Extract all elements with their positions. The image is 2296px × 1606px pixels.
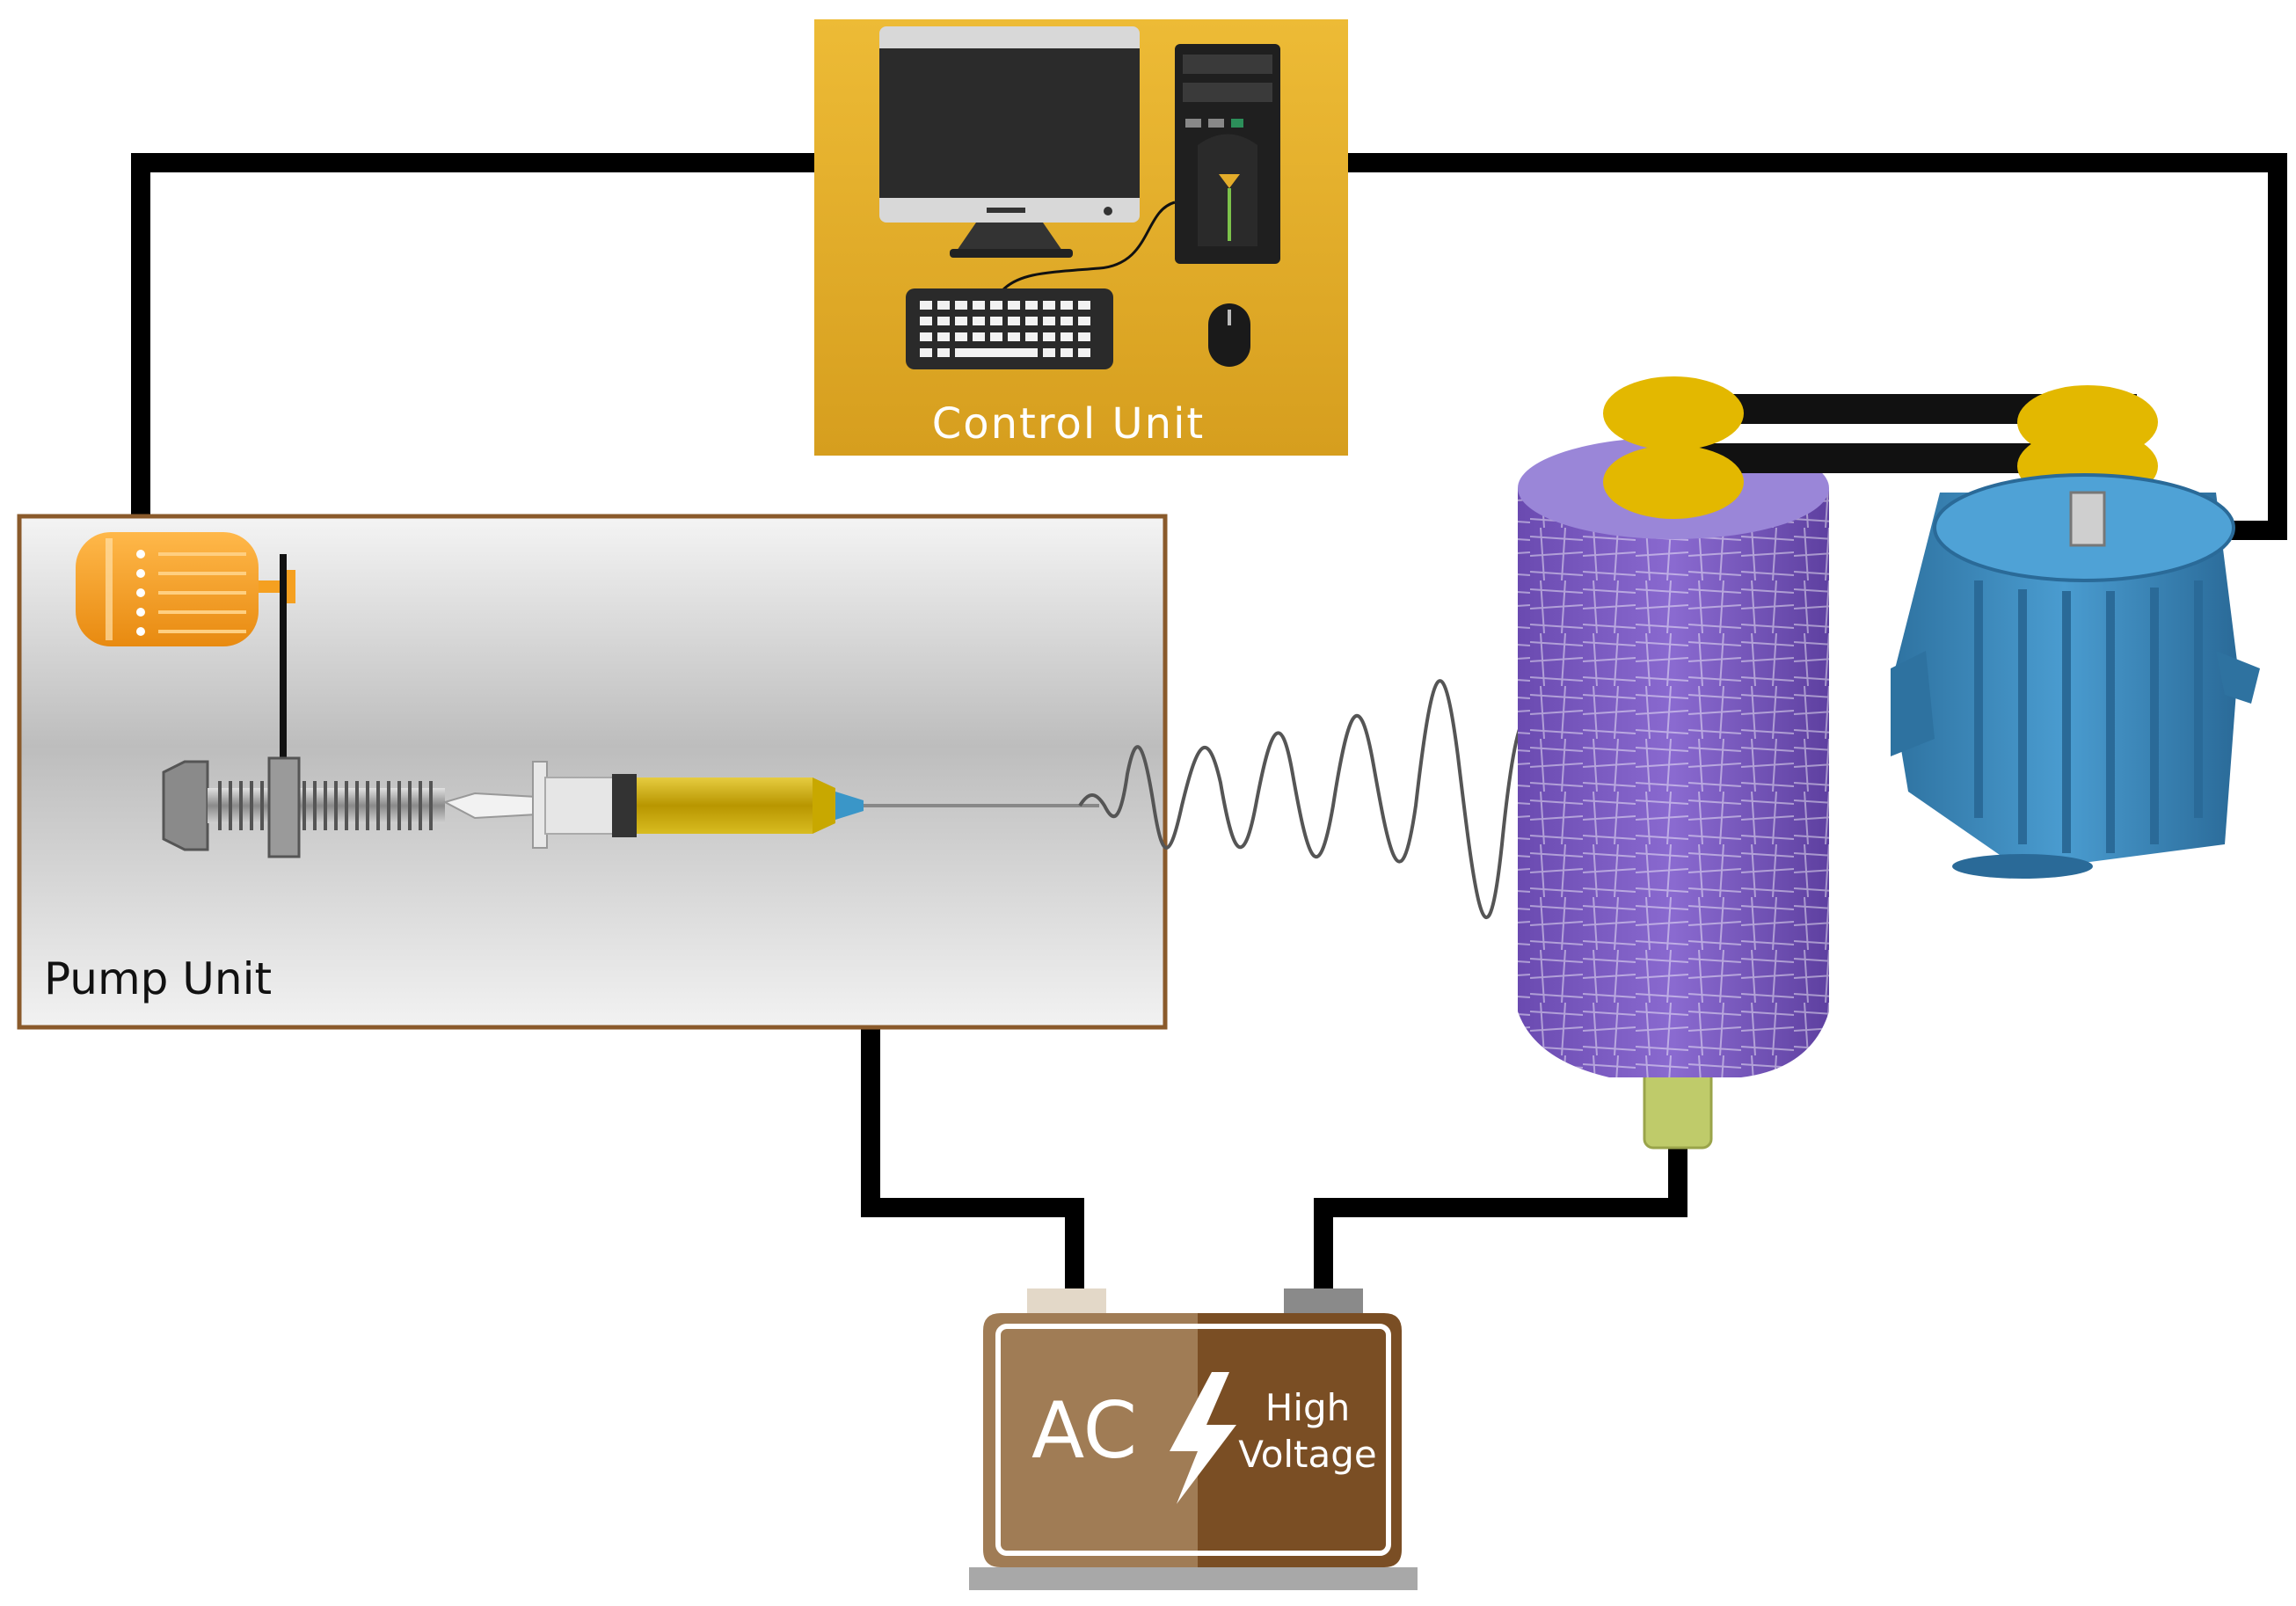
pulley-belt-icon xyxy=(1603,376,2158,519)
syringe-icon xyxy=(442,761,1099,849)
pc-tower-icon xyxy=(1175,44,1280,264)
pump-drive-rod xyxy=(280,554,287,855)
power-supply-high-label: High xyxy=(1265,1386,1351,1429)
pump-unit-label: Pump Unit xyxy=(44,953,272,1004)
wire-pump-to-control xyxy=(131,153,883,531)
control-unit-label: Control Unit xyxy=(932,399,1205,449)
power-terminal-left xyxy=(1027,1288,1106,1313)
lead-screw-icon xyxy=(162,756,445,858)
mouse-icon xyxy=(1208,303,1250,367)
keyboard-cable xyxy=(1001,201,1176,292)
keyboard-icon xyxy=(906,288,1113,369)
control-unit: Control Unit xyxy=(814,19,1348,456)
power-supply-ac-label: AC xyxy=(1031,1385,1137,1476)
electrospinning-jet-icon xyxy=(1078,679,1541,919)
wire-control-to-motor xyxy=(1279,153,2287,540)
pump-unit: Pump Unit xyxy=(17,514,1168,1030)
power-supply-base xyxy=(969,1567,1418,1590)
pump-motor-icon xyxy=(76,532,295,646)
power-supply: AC High Voltage xyxy=(969,1288,1418,1590)
computer-monitor-icon xyxy=(879,26,1140,258)
power-terminal-right xyxy=(1284,1288,1363,1313)
electric-motor-icon xyxy=(1891,473,2260,879)
lightning-bolt-icon xyxy=(1170,1372,1236,1504)
power-supply-voltage-label: Voltage xyxy=(1238,1433,1377,1476)
collector-drum-icon xyxy=(1518,437,1829,1150)
wire-collector-to-power xyxy=(1314,1143,1687,1293)
